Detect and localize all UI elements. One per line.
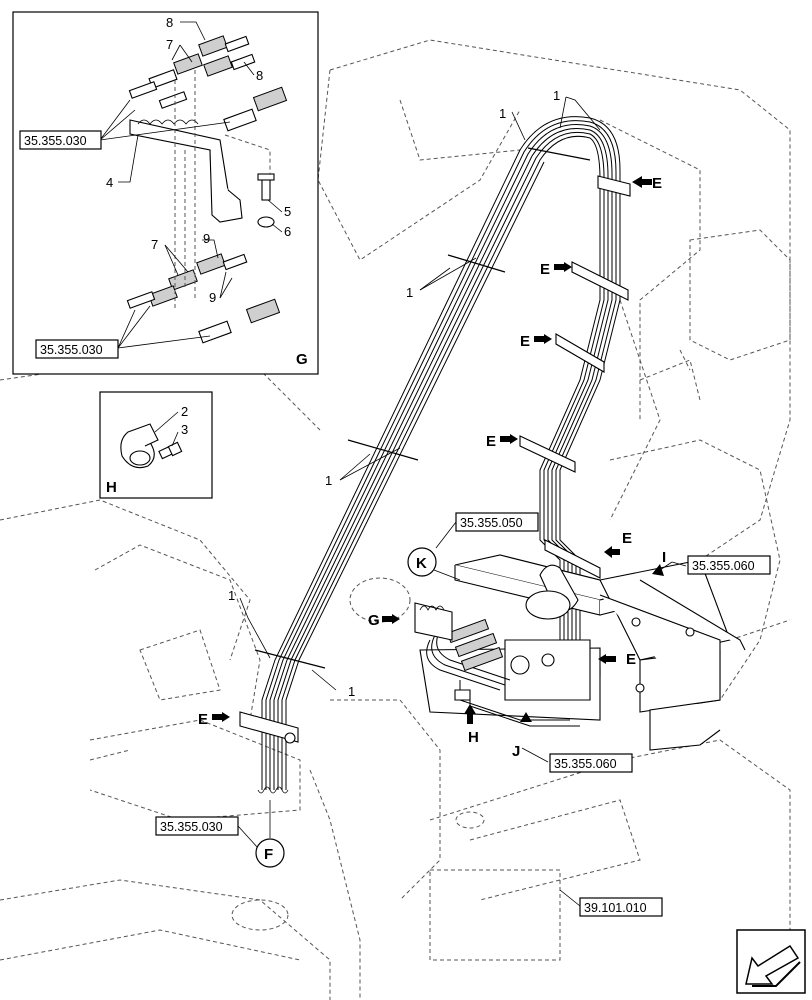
- callout-5: 5: [284, 204, 291, 219]
- arrow-j: J 35.355.060: [512, 712, 633, 773]
- fitting-group-top: [128, 35, 288, 132]
- callout-1-b: 1: [553, 88, 560, 103]
- arrow-e-5: E: [598, 651, 636, 668]
- main-callouts: 1 1 1 1 1 1: [228, 88, 601, 699]
- view-label-h: H: [106, 479, 117, 496]
- reference-i: 35.355.060: [692, 559, 755, 573]
- arrow-e-3: E: [520, 333, 552, 350]
- reference-box-j: [549, 753, 633, 773]
- callout-1-f: 1: [348, 684, 355, 699]
- reference-box-g-bottom: [35, 339, 119, 359]
- view-label-k: K: [416, 555, 427, 572]
- arrow-e-label-6: E: [198, 711, 208, 728]
- reference-box-g-top: [19, 130, 102, 150]
- callout-2: 2: [181, 404, 188, 419]
- arrow-e-label-2: E: [540, 261, 550, 278]
- arrow-e-label-1: E: [652, 175, 662, 192]
- arrow-h-label: H: [468, 729, 479, 746]
- callout-8-top: 8: [166, 15, 173, 30]
- view-label-f: F: [264, 846, 273, 863]
- view-label-g: G: [296, 351, 308, 368]
- callout-7-bottom: 7: [151, 237, 158, 252]
- frame-reference: 39.101.010: [559, 889, 663, 917]
- view-marker-f: 35.355.030 F: [155, 800, 285, 868]
- arrow-e-label-5: E: [626, 651, 636, 668]
- callout-4: 4: [106, 175, 113, 190]
- callout-9-bottom: 9: [209, 290, 216, 305]
- arrow-h: H: [464, 704, 479, 746]
- callout-8-side: 8: [256, 68, 263, 83]
- arrow-e-label-7: E: [622, 530, 632, 547]
- reference-k: 35.355.050: [460, 516, 523, 530]
- arrow-e-label-3: E: [520, 333, 530, 350]
- reference-g-top: 35.355.030: [24, 134, 87, 148]
- arrow-e-6: E: [198, 711, 230, 728]
- arrow-e-1: E: [632, 175, 662, 192]
- arrow-e-4: E: [486, 433, 518, 450]
- arrow-g-label: G: [368, 612, 380, 629]
- view-arrows-e: E E E E E E E: [198, 175, 662, 728]
- view-label-i: I: [662, 549, 666, 566]
- reference-box-frame: [579, 897, 663, 917]
- callout-9-top: 9: [203, 231, 210, 246]
- arrow-g: G: [368, 612, 400, 629]
- callout-3: 3: [181, 422, 188, 437]
- navigation-arrow-icon[interactable]: [736, 929, 806, 994]
- callout-6: 6: [284, 224, 291, 239]
- callout-1-a: 1: [499, 106, 506, 121]
- callout-1-d: 1: [325, 473, 332, 488]
- hose-bundle: [239, 116, 631, 794]
- reference-f: 35.355.030: [160, 820, 223, 834]
- view-label-j: J: [512, 743, 520, 760]
- view-marker-k: 35.355.050 K: [407, 512, 539, 581]
- arrow-e-7: E: [604, 530, 632, 558]
- detail-box-h: 2 3 H: [99, 391, 213, 499]
- arrow-i: I 35.355.060: [652, 549, 771, 576]
- arrow-e-2: E: [540, 261, 572, 278]
- arrow-e-label-4: E: [486, 433, 496, 450]
- detail-box-g: 8 7 8 4 5 6 7 9 9 35.355.030 35.355.030 …: [12, 11, 319, 375]
- callout-1-c: 1: [406, 285, 413, 300]
- fitting-group-bottom: [126, 253, 281, 344]
- callout-1-e: 1: [228, 588, 235, 603]
- reference-g-bottom: 35.355.030: [40, 343, 103, 357]
- machine-frame-outline: [0, 39, 791, 1000]
- reference-j: 35.355.060: [554, 757, 617, 771]
- reference-frame: 39.101.010: [584, 901, 647, 915]
- reference-box-i: [687, 555, 771, 575]
- callout-7-top: 7: [166, 37, 173, 52]
- valve-bracket-assembly: [414, 554, 746, 751]
